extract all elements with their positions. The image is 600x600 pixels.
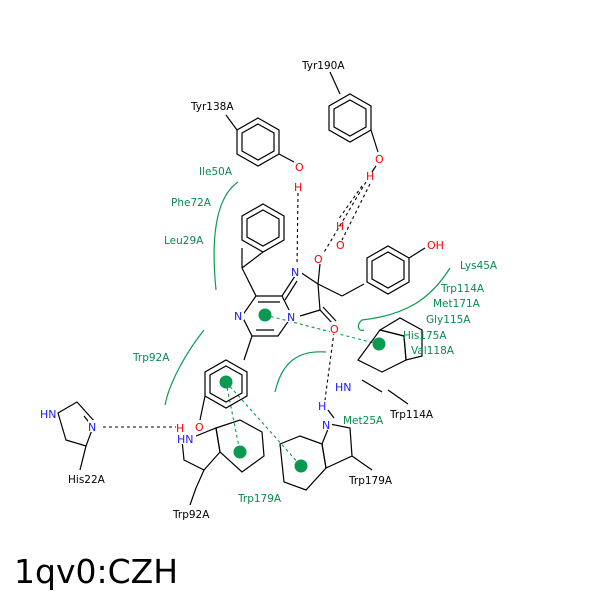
centroid-trp114 bbox=[372, 337, 386, 351]
pi-stacking-lines bbox=[225, 314, 379, 467]
label-trp179: Trp179A bbox=[348, 475, 393, 487]
atom-n-trp179: N bbox=[322, 419, 330, 432]
atom-hn-his22: HN bbox=[40, 408, 57, 421]
hbond-tyr190-o1 bbox=[322, 181, 367, 255]
label-val118: Val118A bbox=[411, 345, 455, 357]
page-title: 1qv0:CZH bbox=[14, 552, 179, 591]
label-trp114: Trp114A bbox=[389, 409, 434, 421]
hbond-tyr190-o2 bbox=[341, 183, 371, 241]
label-phe72: Phe72A bbox=[171, 197, 212, 209]
centroids bbox=[219, 308, 386, 473]
benzyl-ring bbox=[241, 203, 285, 253]
label-trp114-hyd: Trp114A bbox=[440, 283, 485, 295]
label-met171: Met171A bbox=[433, 298, 481, 310]
atom-h-hydroxyl: H bbox=[336, 220, 344, 233]
pi-ring-trp114 bbox=[264, 314, 379, 345]
label-his175: His175A bbox=[403, 330, 447, 342]
atom-hn-trp92: HN bbox=[177, 433, 194, 446]
centroid-pyrazine bbox=[258, 308, 272, 322]
ligand bbox=[199, 203, 426, 421]
arc-lys45-group bbox=[357, 267, 451, 331]
phenol-ring bbox=[204, 359, 248, 409]
atom-h-tyr190: H bbox=[366, 170, 374, 183]
atom-h-tyr138: H bbox=[294, 181, 302, 194]
hbond-o-trp179 bbox=[324, 331, 335, 401]
label-trp179-hyd: Trp179A bbox=[237, 493, 282, 505]
label-lys45: Lys45A bbox=[460, 260, 498, 272]
hbond-tyr190-h bbox=[337, 185, 363, 221]
label-trp92: Trp92A bbox=[172, 509, 210, 521]
pi-ring-trp179 bbox=[225, 381, 302, 467]
atom-n-bridge: N bbox=[287, 311, 295, 324]
trp114-benzene bbox=[378, 317, 423, 361]
label-met25: Met25A bbox=[343, 415, 384, 427]
tyr138-ring bbox=[236, 117, 280, 167]
atom-h-trp179: H bbox=[318, 400, 326, 413]
tyr190-ring bbox=[328, 93, 372, 143]
arc-met25 bbox=[274, 351, 327, 393]
hydroxybenzyl-ring bbox=[366, 245, 410, 295]
centroid-trp179 bbox=[294, 459, 308, 473]
hydrophobic-arcs bbox=[164, 181, 451, 406]
label-gly115: Gly115A bbox=[426, 314, 471, 326]
label-tyr190: Tyr190A bbox=[301, 60, 345, 72]
atom-oh-hydroxybenzyl: OH bbox=[427, 239, 444, 252]
hydrophobic-labels: Ile50A Phe72A Leu29A Trp92A Lys45A Trp11… bbox=[132, 166, 498, 505]
atom-o-phenol: O bbox=[195, 421, 204, 434]
residue-labels: Tyr190A Tyr138A His22A Trp92A Trp114A Tr… bbox=[68, 60, 434, 521]
his22-ring bbox=[57, 401, 96, 447]
atom-h-phenol: H bbox=[176, 422, 184, 435]
atom-n-his22: N bbox=[88, 421, 96, 434]
his22-residue bbox=[57, 401, 96, 471]
hbond-lines bbox=[103, 181, 371, 428]
trp92-benzene bbox=[215, 419, 265, 473]
arc-trp92 bbox=[164, 329, 205, 406]
pi-ring-trp92 bbox=[225, 381, 241, 453]
tyr138-residue bbox=[225, 114, 295, 167]
atom-o-tyr138: O bbox=[295, 161, 304, 174]
label-trp92-hyd: Trp92A bbox=[132, 352, 170, 364]
atom-hn-trp114: HN bbox=[335, 381, 352, 394]
tyr190-residue bbox=[328, 71, 379, 173]
atom-o-carbonyl: O bbox=[330, 323, 339, 336]
atom-n-pyrazine: N bbox=[234, 310, 242, 323]
label-ile50: Ile50A bbox=[199, 166, 233, 178]
centroid-trp92 bbox=[233, 445, 247, 459]
centroid-phenol bbox=[219, 375, 233, 389]
atom-o-h-hydroxyl: O bbox=[336, 239, 345, 252]
trp114-pyrrole bbox=[357, 329, 407, 373]
label-leu29: Leu29A bbox=[164, 235, 204, 247]
atom-labels: N N N O O H O O H O H OH H O HN N HN HN … bbox=[40, 153, 444, 446]
atom-o-tyr190: O bbox=[375, 153, 384, 166]
label-his22: His22A bbox=[68, 474, 106, 486]
trp114-residue bbox=[357, 317, 423, 405]
benzyl-ring-inner bbox=[246, 209, 280, 247]
hbond-tyr138-n bbox=[296, 192, 299, 267]
atom-n-imidazole: N bbox=[291, 266, 299, 279]
atom-o-hydroxyl: O bbox=[314, 253, 323, 266]
arc-ile50-phe72-leu29 bbox=[213, 181, 239, 291]
label-tyr138: Tyr138A bbox=[190, 101, 234, 113]
